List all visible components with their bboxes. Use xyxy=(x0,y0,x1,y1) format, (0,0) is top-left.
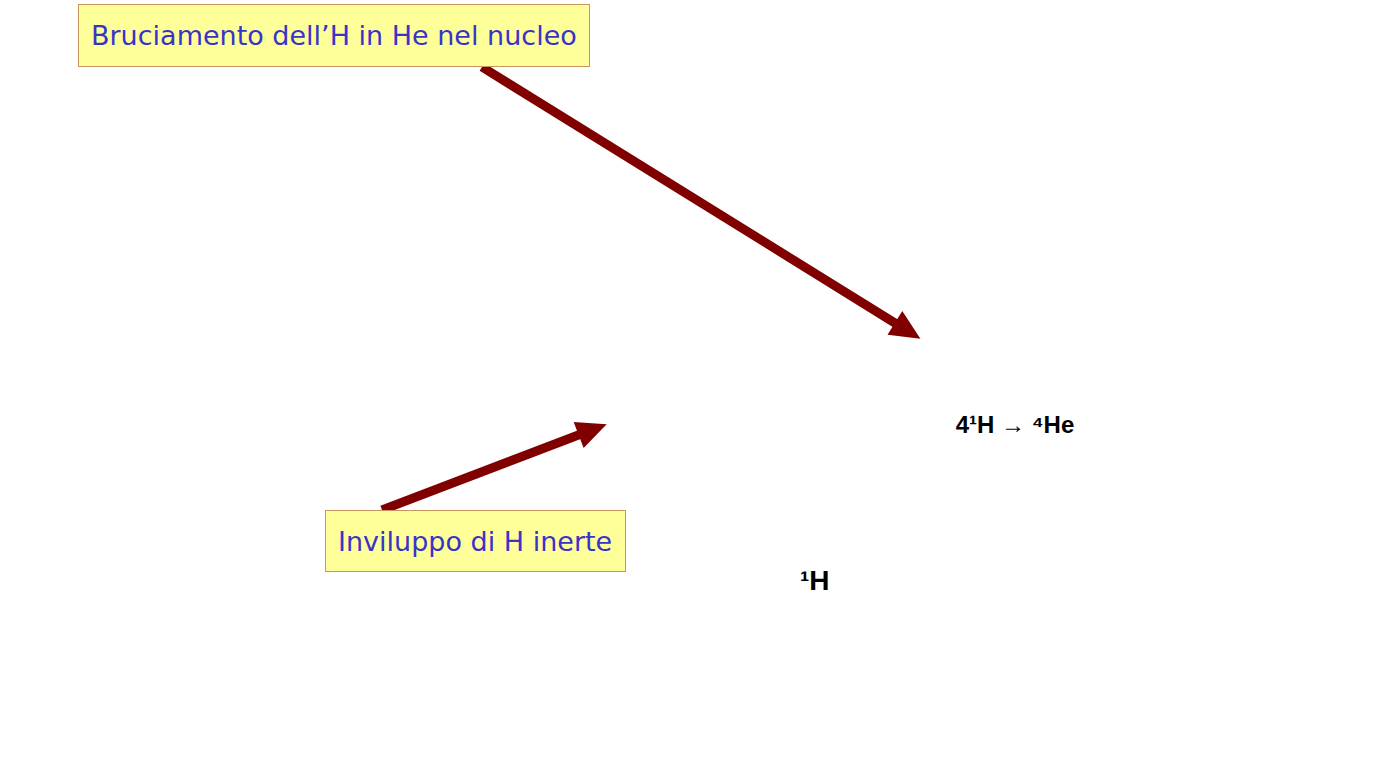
star-label: ¹H xyxy=(800,565,830,597)
pointer-arrow xyxy=(482,67,920,339)
core-circle-outline xyxy=(888,298,1142,552)
arrow-shaft xyxy=(382,434,582,510)
arrow-shaft xyxy=(482,67,898,325)
callout-box: Bruciamento dell’H in He nel nucleo xyxy=(78,4,590,67)
pointer-arrow xyxy=(382,422,607,510)
callout-text: Inviluppo di H inerte xyxy=(338,526,612,557)
callout-box: Inviluppo di H inerte xyxy=(325,510,626,572)
star-circle: ¹H 4¹H → ⁴He xyxy=(605,0,1394,775)
core-label: 4¹H → ⁴He xyxy=(956,411,1075,439)
callout-text: Bruciamento dell’H in He nel nucleo xyxy=(91,20,577,51)
arrow-head xyxy=(888,311,921,339)
star-circle-outline xyxy=(606,0,1394,775)
star-circle-shape xyxy=(605,0,1394,775)
core-circle: 4¹H → ⁴He xyxy=(887,297,1143,553)
arrow-head xyxy=(574,422,607,448)
